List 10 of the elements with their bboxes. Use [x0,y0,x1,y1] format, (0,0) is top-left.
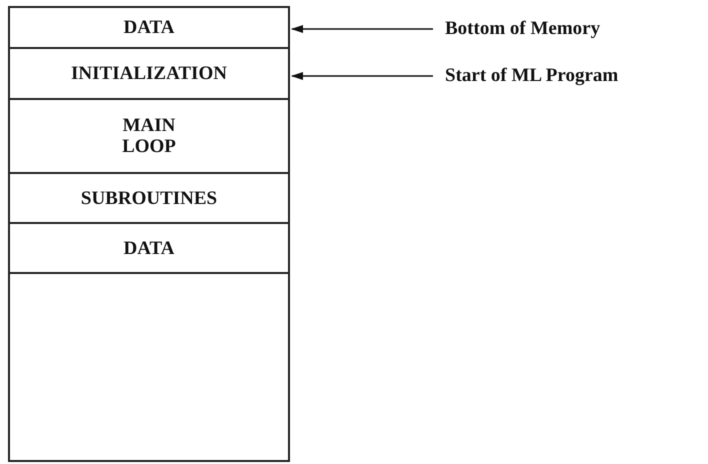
arrow [291,25,433,33]
memory-block: DATA [8,222,290,274]
memory-block: MAIN LOOP [8,98,290,174]
memory-block [8,272,290,462]
memory-block: INITIALIZATION [8,47,290,100]
address-label: Bottom of Memory [445,18,600,40]
arrow [291,72,433,80]
address-label: Start of ML Program [445,65,618,87]
memory-block: DATA [8,6,290,49]
memory-block: SUBROUTINES [8,172,290,224]
